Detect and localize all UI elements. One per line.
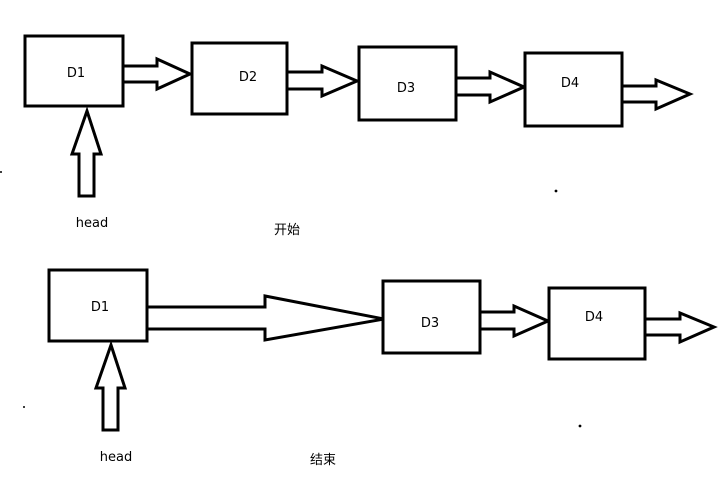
after-head-arrow xyxy=(93,340,128,432)
after-list: D1 D3 D4 head 结束 xyxy=(47,268,718,468)
before-head-arrow xyxy=(69,106,104,198)
before-list: D1 D2 D3 D4 head 开始 xyxy=(23,34,694,238)
after-head-label: head xyxy=(100,450,132,465)
speck-dot xyxy=(23,406,25,408)
before-arrow-d1-d2 xyxy=(121,56,194,92)
before-arrow-d2-d3 xyxy=(285,63,361,99)
speck-dot xyxy=(0,171,2,173)
speck-dot xyxy=(578,424,582,428)
after-node-d1: D1 xyxy=(47,268,149,343)
before-arrow-d3-d4 xyxy=(454,69,528,105)
before-node-d3: D3 xyxy=(357,45,458,122)
after-arrow-d4-next xyxy=(643,310,718,345)
after-node-d4: D4 xyxy=(547,286,647,361)
before-node-d3-label: D3 xyxy=(397,81,415,96)
after-node-d4-label: D4 xyxy=(585,310,603,325)
after-arrow-d1-d3 xyxy=(145,294,385,342)
after-caption: 结束 xyxy=(310,453,336,468)
before-arrow-d4-next xyxy=(620,77,694,112)
after-arrow-d3-d4 xyxy=(478,303,552,339)
after-node-d3-label: D3 xyxy=(421,316,439,331)
before-node-d4-label: D4 xyxy=(561,76,579,91)
before-head-label: head xyxy=(76,216,108,231)
speck-dot xyxy=(554,189,558,193)
after-node-d3: D3 xyxy=(381,279,482,355)
before-node-d1-label: D1 xyxy=(67,66,85,81)
before-node-d4: D4 xyxy=(523,51,624,128)
before-caption: 开始 xyxy=(274,223,300,238)
before-node-d1: D1 xyxy=(23,34,125,108)
before-node-d2-label: D2 xyxy=(239,70,257,85)
after-node-d1-label: D1 xyxy=(91,300,109,315)
before-node-d2: D2 xyxy=(190,41,289,116)
